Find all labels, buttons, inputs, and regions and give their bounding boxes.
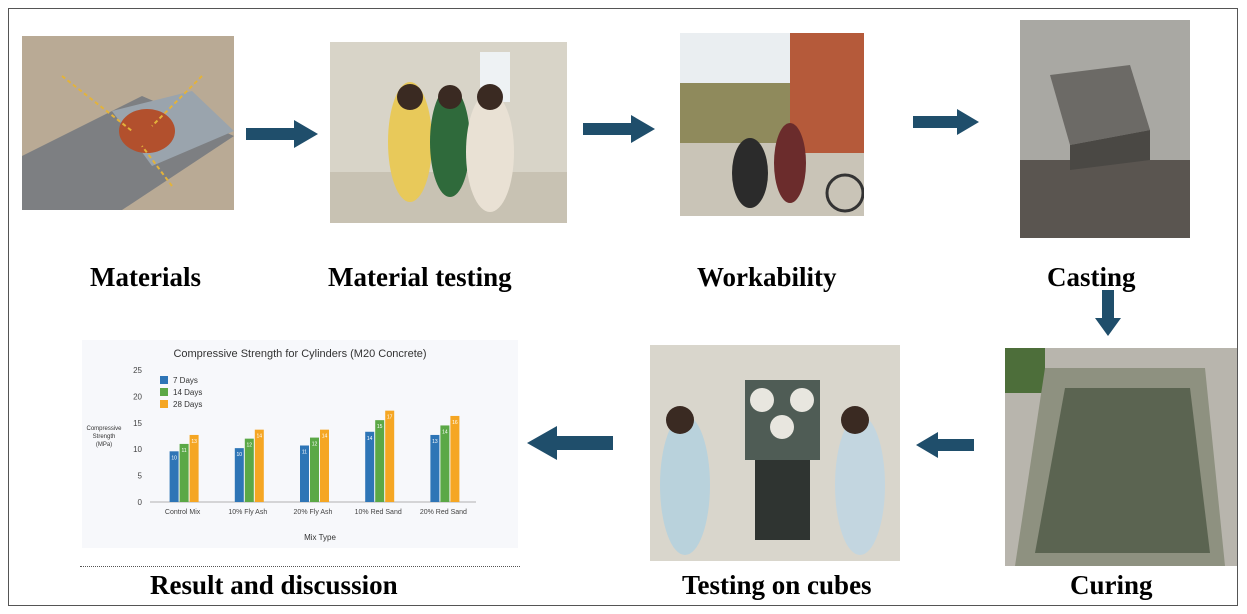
- compressive-strength-chart: Compressive Strength for Cylinders (M20 …: [82, 340, 518, 548]
- label-material-testing: Material testing: [328, 262, 512, 292]
- bar: [300, 445, 309, 502]
- y-axis-label: Compressive: [86, 426, 122, 432]
- label-curing: Curing: [1070, 570, 1153, 600]
- bar: [365, 431, 375, 502]
- legend-label: 28 Days: [173, 400, 202, 409]
- label-testing-on-cubes: Testing on cubes: [682, 570, 872, 600]
- bar: [189, 434, 199, 502]
- y-tick-label: 5: [138, 472, 143, 481]
- divider-line: [80, 566, 520, 567]
- chart-title: Compressive Strength for Cylinders (M20 …: [173, 348, 426, 360]
- legend-swatch: [160, 376, 168, 384]
- bar-value-label: 11: [302, 450, 307, 456]
- bar: [385, 410, 395, 502]
- label-workability: Workability: [697, 262, 837, 292]
- y-tick-label: 0: [138, 498, 143, 507]
- bar: [430, 434, 440, 502]
- materials-photo: [22, 36, 234, 210]
- curing-photo: [1005, 348, 1237, 566]
- bar-value-label: 14: [442, 429, 448, 435]
- material-testing-photo: [330, 42, 567, 223]
- bar: [440, 425, 450, 502]
- right-arrow-icon: [583, 115, 655, 143]
- x-tick-label: 10% Fly Ash: [228, 509, 267, 516]
- workability-photo: [680, 33, 864, 216]
- bar-value-label: 16: [452, 420, 458, 426]
- x-tick-label: Control Mix: [165, 509, 201, 516]
- bar: [254, 429, 264, 502]
- y-tick-label: 10: [133, 445, 142, 454]
- x-tick-label: 20% Red Sand: [420, 509, 467, 516]
- x-tick-label: 20% Fly Ash: [294, 509, 333, 516]
- bar-value-label: 10: [171, 455, 177, 461]
- bar-value-label: 12: [312, 442, 318, 448]
- chart-svg: Compressive Strength for Cylinders (M20 …: [86, 348, 476, 542]
- bar-value-label: 12: [247, 443, 253, 449]
- x-axis-label: Mix Type: [304, 533, 336, 542]
- y-axis-label: Strength: [93, 434, 116, 440]
- bar-value-label: 10: [237, 452, 243, 458]
- right-arrow-icon: [913, 109, 979, 135]
- y-tick-label: 15: [133, 419, 142, 428]
- bar: [320, 429, 329, 502]
- bar-value-label: 17: [387, 415, 393, 421]
- bar: [179, 443, 189, 502]
- casting-photo: [1020, 20, 1190, 238]
- bar-value-label: 13: [191, 439, 197, 445]
- right-arrow-icon: [246, 120, 318, 148]
- legend-swatch: [160, 388, 168, 396]
- bar-value-label: 14: [367, 436, 373, 442]
- y-axis-label: (MPa): [96, 442, 112, 448]
- bar-value-label: 13: [432, 439, 438, 445]
- y-tick-label: 25: [133, 366, 142, 375]
- bar: [310, 437, 319, 502]
- bar-value-label: 15: [377, 424, 383, 430]
- left-arrow-icon: [527, 426, 613, 460]
- y-tick-label: 20: [133, 392, 142, 401]
- bar: [244, 438, 254, 502]
- bar-value-label: 14: [257, 434, 263, 440]
- x-tick-label: 10% Red Sand: [355, 509, 402, 516]
- bar: [375, 420, 385, 502]
- legend-label: 7 Days: [173, 376, 198, 385]
- legend-label: 14 Days: [173, 388, 202, 397]
- testing-on-cubes-photo: [650, 345, 900, 561]
- bar-value-label: 14: [322, 434, 328, 440]
- diagram-frame: [8, 8, 1238, 606]
- bar: [169, 451, 179, 502]
- bar: [234, 448, 244, 502]
- bar: [450, 415, 460, 502]
- left-arrow-icon: [916, 432, 974, 458]
- label-materials: Materials: [90, 262, 201, 292]
- bar-value-label: 11: [181, 448, 186, 454]
- down-arrow-icon: [1095, 290, 1121, 336]
- legend-swatch: [160, 400, 168, 408]
- label-casting: Casting: [1047, 262, 1136, 292]
- label-result-and-discussion: Result and discussion: [150, 570, 398, 600]
